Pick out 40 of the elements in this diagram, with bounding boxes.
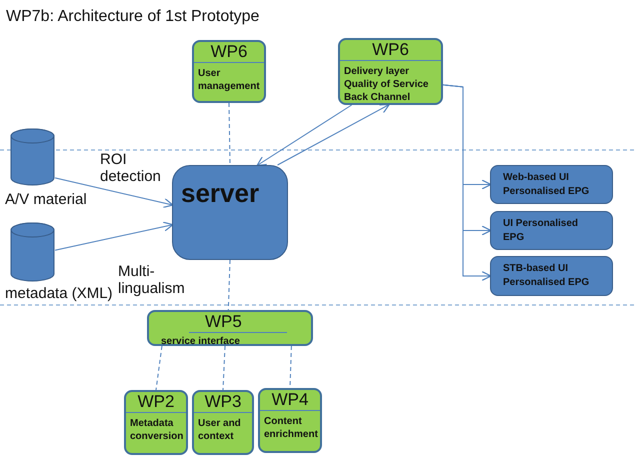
work-package-box (192, 390, 254, 455)
work-package-heading: WP5 (189, 312, 287, 333)
work-package-description: User management (197, 67, 261, 93)
work-package-description: Delivery layer Quality of Service Back Channel (343, 65, 430, 104)
ui-label: UI Personalised EPG (503, 216, 580, 244)
arrow (54, 222, 174, 251)
ui-box (490, 165, 613, 204)
storage-caption: A/V material (5, 191, 87, 209)
work-package-description: Content enrichment (263, 415, 319, 441)
arrow (256, 104, 352, 166)
connector-line (156, 346, 162, 390)
work-package-heading: WP3 (194, 392, 252, 413)
connector-line (228, 260, 230, 310)
arrow (277, 104, 390, 166)
connector-line (222, 346, 226, 390)
work-package-heading: WP6 (194, 42, 264, 63)
arrow (442, 84, 492, 282)
work-package-heading: WP4 (260, 390, 320, 411)
work-package-box (124, 390, 188, 455)
work-package-box (192, 40, 266, 103)
ui-label: Web-based UI Personalised EPG (503, 170, 590, 198)
connector-line (228, 102, 230, 166)
work-package-box (147, 310, 313, 346)
storage-caption: metadata (XML) (5, 285, 113, 303)
work-package-box (338, 38, 443, 105)
work-package-box (258, 388, 322, 453)
ui-box (490, 256, 613, 296)
arrow (54, 177, 174, 208)
work-package-heading: WP2 (126, 392, 186, 413)
ui-label: STB-based UI Personalised EPG (503, 262, 590, 290)
diagram-title: WP7b: Architecture of 1st Prototype (6, 7, 260, 27)
cylinder-shape (10, 128, 55, 186)
server-label: server (181, 178, 260, 208)
work-package-heading: WP6 (340, 40, 441, 61)
ui-box (490, 211, 613, 250)
server-box (172, 165, 288, 260)
cylinder-shape (10, 222, 55, 282)
work-package-description: User and context (197, 417, 242, 443)
work-package-description: Metadata conversion (129, 417, 184, 443)
work-package-description: service interface (160, 335, 241, 348)
